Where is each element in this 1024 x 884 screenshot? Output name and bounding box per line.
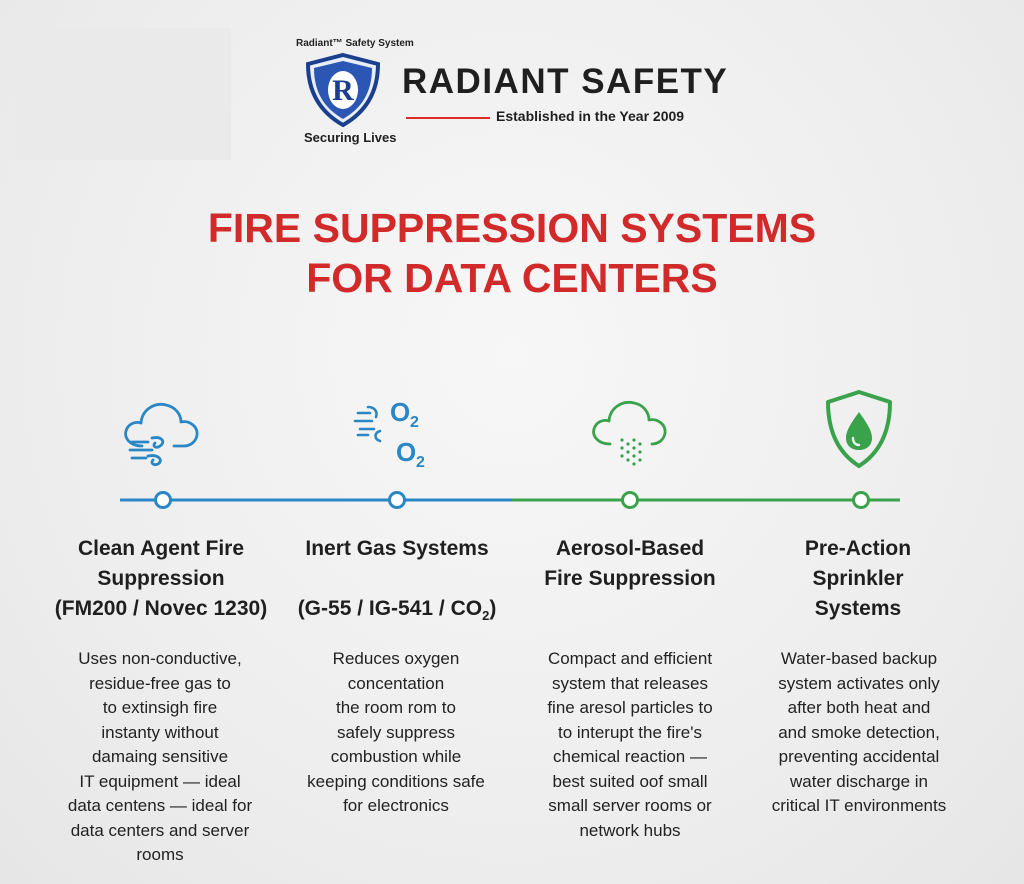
timeline-node	[154, 491, 172, 509]
column-title: Pre-Action Sprinkler Systems	[804, 537, 912, 620]
column-title: Inert Gas Systems (G-55 / IG-541 / CO2)	[297, 537, 497, 623]
column-aerosol-description: Compact and efficient system that releas…	[547, 649, 713, 840]
page-title-line1: FIRE SUPPRESSION SYSTEMS	[207, 205, 817, 251]
column-pre-action: Pre-Action Sprinkler Systems	[738, 534, 978, 624]
column-title: Clean Agent Fire Suppression (FM200 / No…	[54, 537, 268, 620]
logo-tagline: Securing Lives	[304, 130, 397, 145]
shield-logo-icon: R	[305, 52, 381, 128]
blank-placeholder-panel	[17, 28, 231, 160]
timeline	[120, 491, 900, 509]
svg-text:2: 2	[410, 414, 419, 431]
column-inert-gas-description: Reduces oxygen concentation the room rom…	[307, 649, 485, 815]
column-aerosol: Aerosol-Based Fire Suppression	[510, 534, 750, 594]
logo-small-text: Radiant™ Safety System	[296, 38, 414, 49]
page-title-line2: FOR DATA CENTERS	[306, 255, 718, 301]
timeline-node	[388, 491, 406, 509]
established-divider	[406, 117, 490, 119]
svg-text:2: 2	[416, 454, 425, 471]
column-title: Aerosol-Based Fire Suppression	[544, 537, 716, 590]
column-clean-agent-description: Uses non-conductive, residue-free gas to…	[67, 649, 253, 864]
timeline-node	[852, 491, 870, 509]
svg-text:O: O	[396, 437, 416, 467]
timeline-node	[621, 491, 639, 509]
svg-text:O: O	[390, 397, 410, 427]
established-text: Established in the Year 2009	[496, 108, 685, 124]
shield-water-drop-icon	[826, 390, 892, 468]
column-inert-gas: Inert Gas Systems (G-55 / IG-541 / CO2)	[277, 534, 517, 626]
oxygen-icon: O 2 O 2	[353, 397, 425, 471]
column-pre-action-description: Water-based backup system activates only…	[771, 649, 947, 815]
column-clean-agent: Clean Agent Fire Suppression (FM200 / No…	[41, 534, 281, 624]
cloud-wind-icon	[124, 402, 199, 467]
company-logo: Radiant™ Safety System R Securing Lives …	[296, 38, 736, 150]
brand-name: RADIANT SAFETY	[402, 62, 729, 101]
logo-letter: R	[332, 74, 354, 107]
cloud-aerosol-icon	[592, 400, 667, 466]
